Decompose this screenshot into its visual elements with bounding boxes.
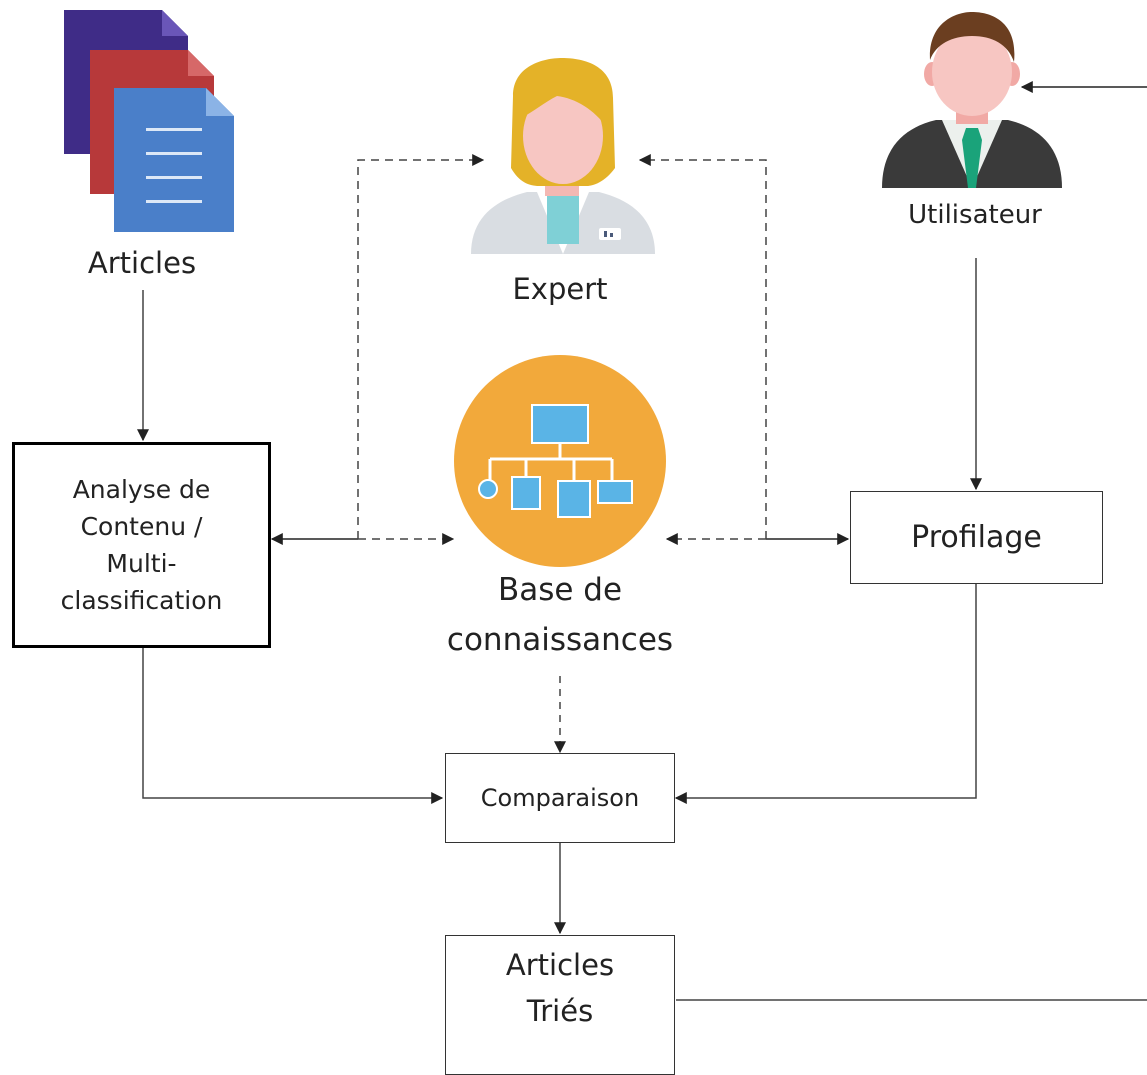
arrow-profiling-to-comparison	[674, 584, 977, 804]
user-avatar-icon	[882, 12, 1062, 188]
dashed-analysis-to-expert	[357, 154, 485, 539]
comparison-label: Comparaison	[480, 784, 640, 812]
knowledge-base-label-line2: connaissances	[446, 622, 674, 658]
analysis-box: Analyse de Contenu / Multi- classificati…	[12, 442, 271, 648]
sorted-line1: Articles	[505, 948, 615, 982]
sorted-line2: Triés	[526, 994, 594, 1028]
analysis-line2: Contenu /	[80, 512, 203, 541]
comparison-box: Comparaison	[445, 753, 675, 843]
dashed-profiling-to-expert	[638, 154, 767, 539]
user-label: Utilisateur	[908, 200, 1042, 230]
hierarchy-icon	[454, 355, 666, 567]
expert-avatar-icon	[471, 58, 655, 254]
analysis-line1: Analyse de	[72, 475, 211, 504]
expert-label: Expert	[512, 272, 608, 306]
profiling-label: Profilage	[911, 520, 1042, 555]
knowledge-base-label-line1: Base de	[497, 572, 623, 608]
analysis-line3: Multi-	[106, 549, 177, 578]
articles-label: Articles	[87, 246, 197, 280]
documents-icon	[64, 10, 234, 232]
analysis-line4: classification	[60, 586, 223, 615]
sorted-articles-box: Articles Triés	[445, 935, 675, 1075]
profiling-box: Profilage	[850, 491, 1103, 584]
arrow-analysis-to-comparison	[142, 648, 444, 804]
